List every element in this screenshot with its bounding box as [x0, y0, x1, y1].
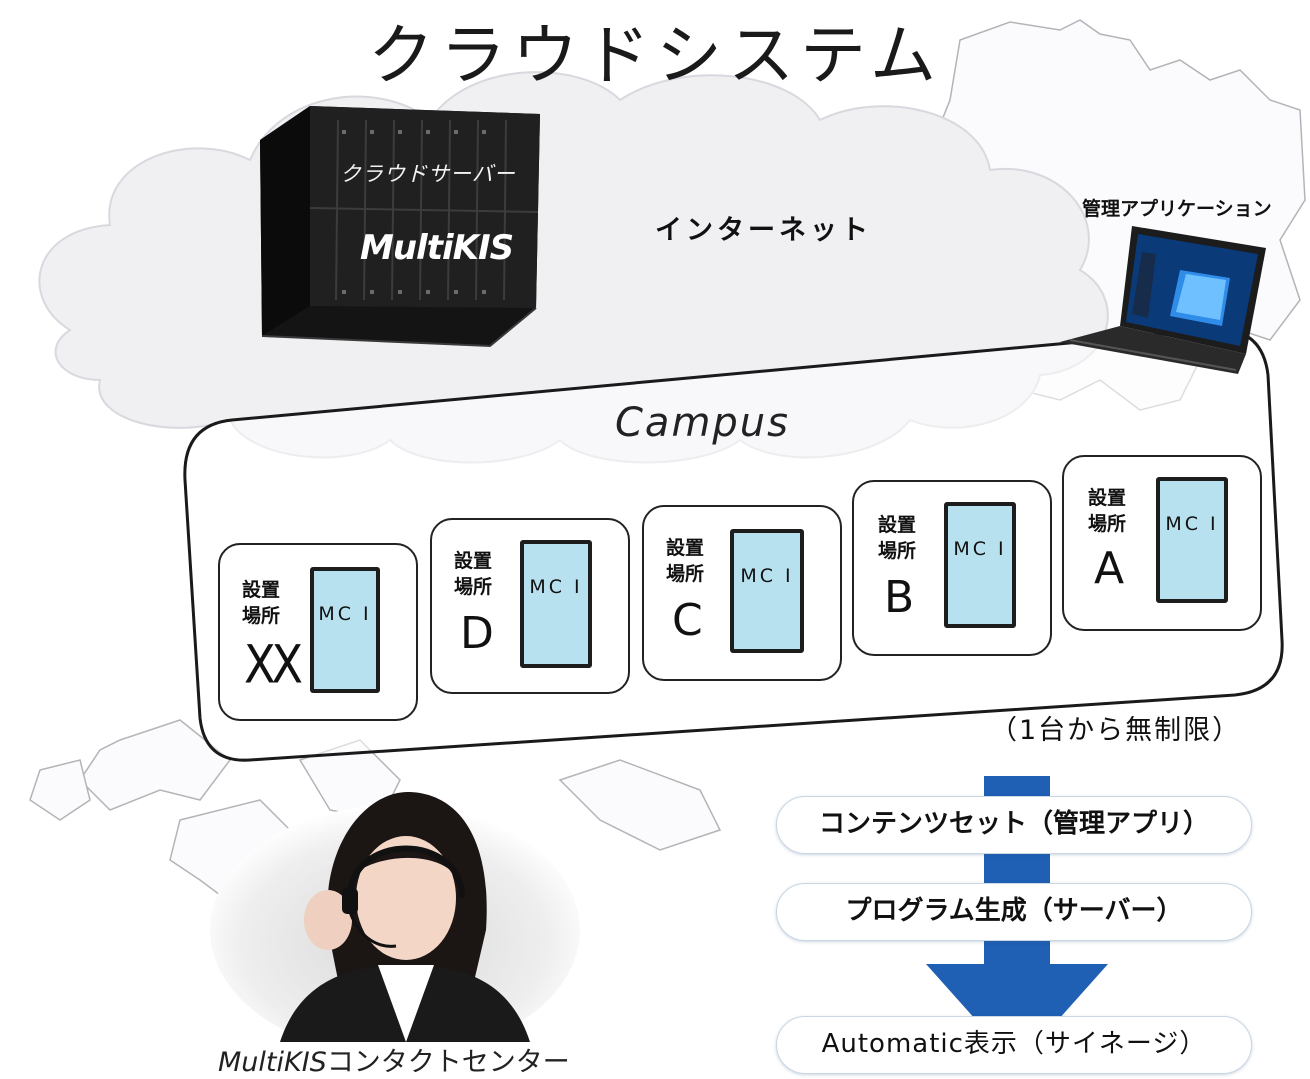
laptop-image	[1060, 226, 1266, 374]
cloud-server-image	[260, 106, 540, 348]
location-id: D	[460, 608, 494, 659]
server-brand-label: MultiKIS	[360, 228, 514, 268]
location-label: 設置場所	[454, 550, 493, 598]
location-card-c: 設置場所 C MC I	[642, 505, 842, 681]
location-label: 設置場所	[1088, 487, 1127, 535]
mci-device: MC I	[730, 529, 804, 653]
device-label: MC I	[740, 565, 794, 587]
mci-device: MC I	[520, 540, 592, 668]
location-label: 設置場所	[878, 514, 917, 562]
device-label: MC I	[953, 538, 1007, 560]
device-label: MC I	[1165, 513, 1219, 535]
flow-step-program-generate: プログラム生成（サーバー）	[776, 883, 1252, 941]
location-label: 設置場所	[666, 537, 705, 585]
location-card-xx: 設置場所 XX MC I	[218, 543, 418, 721]
campus-title: Campus	[615, 400, 790, 446]
location-id: A	[1094, 543, 1125, 594]
location-card-b: 設置場所 B MC I	[852, 480, 1052, 656]
contact-center-operator-image	[210, 791, 580, 1042]
contact-center-label: MultiKISコンタクトセンター	[218, 1047, 570, 1078]
device-count-note: （1台から無制限）	[990, 715, 1242, 746]
mci-device: MC I	[310, 567, 380, 693]
internet-label: インターネット	[655, 215, 872, 246]
mci-device: MC I	[1156, 477, 1228, 603]
device-label: MC I	[529, 576, 583, 598]
location-label: 設置場所	[242, 579, 281, 627]
management-app-label: 管理アプリケーション	[1082, 198, 1272, 220]
location-card-d: 設置場所 D MC I	[430, 518, 630, 694]
server-label-top: クラウドサーバー	[340, 162, 516, 186]
page-title: クラウドシステム	[367, 17, 943, 94]
flow-step-automatic-display: Automatic表示（サイネージ）	[776, 1016, 1252, 1074]
location-card-a: 設置場所 A MC I	[1062, 455, 1262, 631]
location-id: XX	[244, 632, 303, 696]
device-label: MC I	[318, 603, 372, 625]
location-id: B	[884, 572, 915, 623]
location-id: C	[672, 595, 703, 646]
mci-device: MC I	[944, 502, 1016, 628]
flow-step-content-set: コンテンツセット（管理アプリ）	[776, 796, 1252, 854]
